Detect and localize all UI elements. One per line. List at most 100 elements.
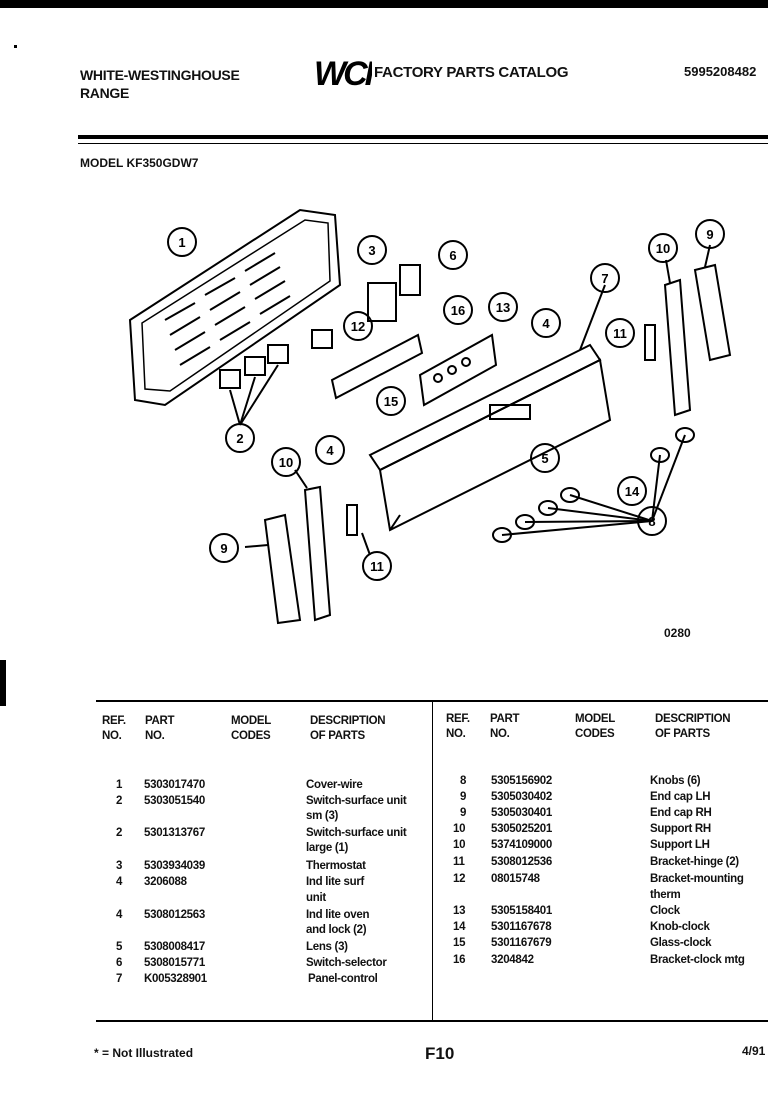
header-ref: REF. bbox=[102, 715, 126, 727]
part-no: 5303051540 bbox=[144, 795, 205, 807]
description: Bracket-hinge (2) bbox=[650, 856, 739, 868]
description: Bracket-clock mtg bbox=[650, 954, 745, 966]
callout-14: 14 bbox=[625, 484, 640, 499]
description: Knob-clock bbox=[650, 921, 710, 933]
part-no: 08015748 bbox=[491, 873, 540, 885]
part-no: 5305025201 bbox=[491, 823, 552, 835]
ref-no: 10 bbox=[453, 823, 466, 835]
header-model-codes-right: MODEL CODES bbox=[575, 712, 615, 742]
scan-speck bbox=[14, 45, 17, 48]
part-no: 5301313767 bbox=[144, 827, 205, 839]
figure-code: 0280 bbox=[664, 626, 691, 640]
ref-no: 16 bbox=[453, 954, 466, 966]
description: Lens (3) bbox=[306, 941, 348, 953]
wci-logo-text: WCI bbox=[314, 55, 372, 92]
header-model: MODEL bbox=[575, 713, 616, 725]
callout-labels: 1 2 3 6 12 16 13 4 15 4 5 7 10 9 11 14 8… bbox=[178, 227, 713, 574]
part-no: 5308015771 bbox=[144, 957, 205, 969]
description: Thermostat bbox=[306, 860, 366, 872]
header-ref-no-left: REF. NO. bbox=[102, 714, 126, 744]
callout-8: 8 bbox=[648, 514, 655, 529]
control-panel-drawing bbox=[368, 284, 612, 532]
header-description-left: DESCRIPTION OF PARTS bbox=[310, 714, 386, 744]
callout-circles bbox=[167, 219, 725, 581]
part-no: 5374109000 bbox=[491, 839, 552, 851]
catalog-part-code: 5995208482 bbox=[684, 64, 757, 79]
header-rule-thick bbox=[78, 135, 768, 139]
header-part-no-left: PART NO. bbox=[145, 714, 175, 744]
ref-no: 8 bbox=[460, 775, 467, 787]
part-no: 5305158401 bbox=[491, 905, 552, 917]
callout-11-left: 11 bbox=[370, 559, 384, 574]
header-no: NO. bbox=[446, 728, 466, 740]
ref-no: 9 bbox=[460, 807, 467, 819]
top-border bbox=[0, 0, 768, 8]
page-number: F10 bbox=[425, 1044, 455, 1063]
part-no: 5308012563 bbox=[144, 909, 205, 921]
ref-no: 10 bbox=[453, 839, 466, 851]
ref-no: 1 bbox=[116, 779, 123, 791]
description: therm bbox=[650, 889, 681, 901]
callout-6: 6 bbox=[449, 248, 456, 263]
header-rule-thin bbox=[78, 143, 768, 144]
part-no: 5305030401 bbox=[491, 807, 552, 819]
header-model-codes-left: MODEL CODES bbox=[231, 714, 271, 744]
catalog-title: FACTORY PARTS CATALOG bbox=[374, 64, 569, 81]
ref-no: 14 bbox=[453, 921, 466, 933]
table-top-rule bbox=[96, 700, 768, 702]
header-ref: REF. bbox=[446, 713, 470, 725]
ref-no: 2 bbox=[116, 827, 123, 839]
table-column-divider bbox=[432, 702, 433, 1020]
header-part-no: NO. bbox=[145, 730, 165, 742]
right-supports-drawing bbox=[644, 244, 732, 417]
header-part: PART bbox=[490, 713, 520, 725]
part-no: 3204842 bbox=[491, 954, 534, 966]
header-part-no-right: PART NO. bbox=[490, 712, 520, 742]
table-bottom-rule bbox=[96, 1020, 768, 1022]
callout-10-left: 10 bbox=[279, 455, 293, 470]
part-no: 3206088 bbox=[144, 876, 187, 888]
header-of-parts: OF PARTS bbox=[310, 730, 365, 742]
wci-logo: WCI bbox=[314, 55, 372, 92]
ref-no: 7 bbox=[116, 973, 123, 985]
description: Switch-selector bbox=[306, 957, 387, 969]
header-model: MODEL bbox=[231, 715, 272, 727]
callout-11-right: 11 bbox=[613, 326, 627, 341]
left-supports-drawing bbox=[244, 469, 371, 625]
ref-no: 15 bbox=[453, 937, 466, 949]
callout-2: 2 bbox=[236, 431, 243, 446]
description: Bracket-mounting bbox=[650, 873, 744, 885]
callout-5: 5 bbox=[541, 451, 548, 466]
model-label: MODEL KF350GDW7 bbox=[80, 156, 199, 170]
ref-no: 11 bbox=[453, 856, 465, 868]
header-description-right: DESCRIPTION OF PARTS bbox=[655, 712, 731, 742]
description: Glass-clock bbox=[650, 937, 712, 949]
header-description: DESCRIPTION bbox=[310, 715, 386, 727]
part-no: 5301167678 bbox=[491, 921, 552, 933]
parts-table-left: 1 5303017470 Cover-wire 2 5303051540 Swi… bbox=[96, 778, 432, 1018]
header-codes: CODES bbox=[231, 730, 271, 742]
header-ref-no-right: REF. NO. bbox=[446, 712, 470, 742]
part-no: 5301167679 bbox=[491, 937, 552, 949]
callout-13: 13 bbox=[496, 300, 510, 315]
description: Ind lite oven bbox=[306, 909, 370, 921]
description: Panel-control bbox=[308, 973, 378, 985]
description: Support RH bbox=[650, 823, 711, 835]
header-codes: CODES bbox=[575, 728, 615, 740]
callout-4-upper: 4 bbox=[542, 316, 550, 331]
cover-wire-drawing bbox=[128, 208, 342, 407]
not-illustrated-note: * = Not Illustrated bbox=[94, 1046, 194, 1060]
callout-9-right: 9 bbox=[706, 227, 713, 242]
description: Ind lite surf bbox=[306, 876, 365, 888]
ref-no: 9 bbox=[460, 791, 467, 803]
description: unit bbox=[306, 892, 326, 904]
header-no: NO. bbox=[102, 730, 122, 742]
callout-4-lower: 4 bbox=[326, 443, 334, 458]
surface-switches-drawing bbox=[219, 329, 333, 426]
knobs-drawing bbox=[492, 427, 695, 543]
description: sm (3) bbox=[306, 810, 339, 822]
exploded-parts-diagram: 1 2 3 6 12 16 13 4 15 4 5 7 10 9 11 14 8… bbox=[128, 208, 732, 625]
part-no: 5308012536 bbox=[491, 856, 552, 868]
header-of-parts: OF PARTS bbox=[655, 728, 710, 740]
catalog-date: 4/91 bbox=[742, 1044, 766, 1058]
